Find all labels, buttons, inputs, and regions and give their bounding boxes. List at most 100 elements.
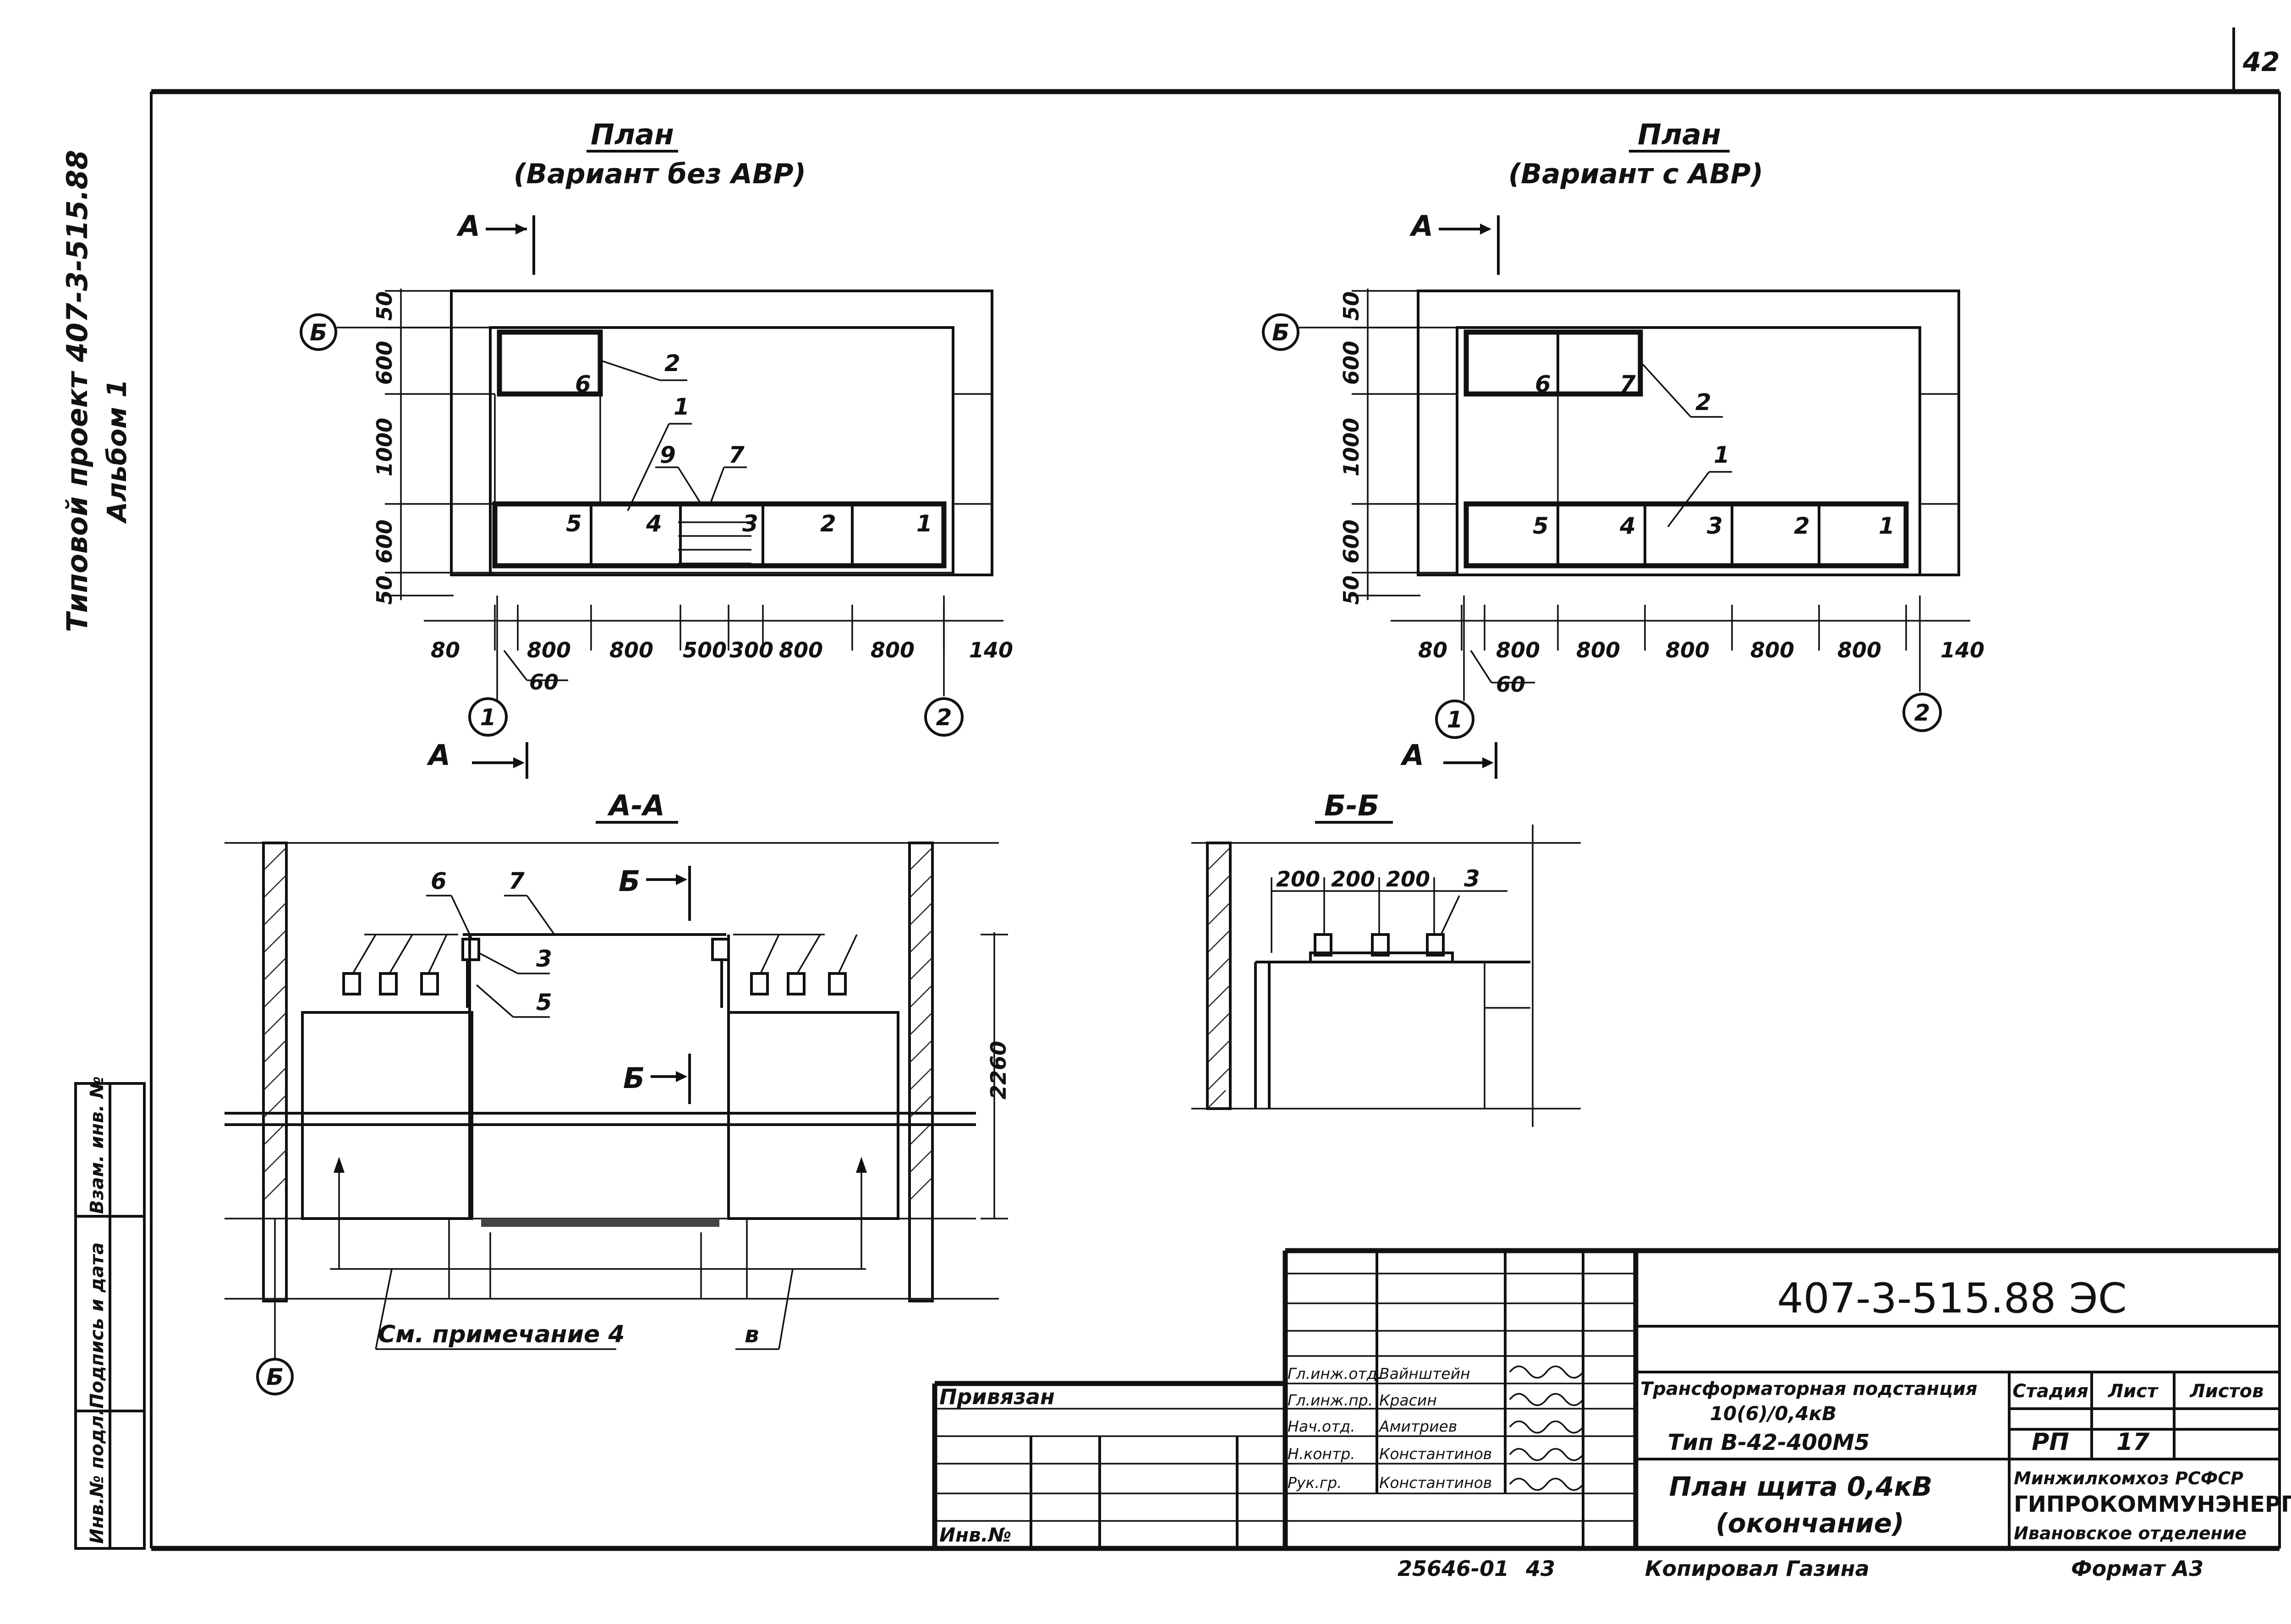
role-0: Гл.инж.отд.: [1288, 1365, 1382, 1383]
plan-left-title: План: [591, 118, 674, 151]
plan-right-vdim-3: 600: [1339, 519, 1364, 563]
plan-left-vdim-3: 600: [372, 519, 397, 563]
name-1: Красин: [1379, 1391, 1437, 1409]
plan-right-bdim-0: 80: [1418, 638, 1447, 662]
plan-right-cell-3: 3: [1707, 513, 1723, 539]
section-aa-height-dim: 2260: [986, 1041, 1011, 1099]
plan-left-axis-1: 1: [480, 704, 496, 731]
plan-left-bdim-6: 800: [871, 638, 915, 662]
footer-doc-no: 25646-01: [1398, 1556, 1509, 1581]
plan-left-bdim-1: 800: [527, 638, 571, 662]
sheets-header: Листов: [2190, 1381, 2264, 1402]
plan-right-subtitle: (Вариант с АВР): [1508, 158, 1763, 190]
plan-right-bdim-5: 800: [1837, 638, 1881, 662]
plan-right-callout-2: 2: [1695, 389, 1711, 416]
plan-left-offset-dim: 60: [529, 670, 559, 694]
plan-left-cell-2: 2: [820, 510, 836, 537]
plan-right-offset-dim: 60: [1496, 672, 1525, 697]
org-2: ГИПРОКОММУНЭНЕРГО: [2014, 1492, 2291, 1517]
plan-right-axis-2: 2: [1914, 700, 1930, 726]
section-aa-note: См. примечание 4: [378, 1321, 625, 1348]
insulators-left: [342, 934, 480, 1008]
role-1: Гл.инж.пр.: [1288, 1391, 1373, 1409]
section-bb-dim-2: 200: [1386, 867, 1430, 891]
section-aa-callout-v: в: [745, 1321, 759, 1348]
section-aa-mark-top: Б: [619, 864, 640, 898]
role-2: Нач.отд.: [1288, 1417, 1355, 1435]
section-aa: А-А: [225, 789, 1011, 1395]
plan-left-callout-1: 1: [674, 394, 690, 420]
plan-right-bdim-6: 140: [1940, 638, 1984, 662]
footer-format: Формат А3: [2071, 1556, 2203, 1581]
plan-left-bdim-4: 300: [729, 638, 773, 662]
plan-left-subtitle: (Вариант без АВР): [514, 158, 806, 190]
bound-label: Привязан: [939, 1384, 1055, 1409]
plan-left-vertical-dims: 50 600 1000 600 50: [372, 290, 495, 605]
plan-right-bdim-3: 800: [1666, 638, 1710, 662]
doc-code: 407-3-515.88 ЭС: [1777, 1274, 2127, 1323]
role-4: Рук.гр.: [1288, 1474, 1342, 1492]
plan-left-bdim-7: 140: [969, 638, 1013, 662]
plan-right-cell-5: 5: [1533, 513, 1549, 539]
org-3: Ивановское отделение: [2014, 1523, 2247, 1543]
section-bb-dim-1: 200: [1331, 867, 1375, 891]
stamp-column: Инв.№ подл. Подпись и дата Взам. инв. №: [74, 1076, 146, 1550]
plan-right-section-mark-bottom: А: [1400, 738, 1424, 772]
plan-right-vdim-2: 1000: [1339, 418, 1364, 476]
stage-value: РП: [2032, 1428, 2069, 1456]
plan-right-bdim-1: 800: [1496, 638, 1540, 662]
section-aa-callout-7: 7: [509, 868, 525, 894]
section-aa-callout-3: 3: [536, 946, 552, 972]
project-side-label: Типовой проект 407-3-515.88: [60, 150, 94, 632]
sheet-title-1: План щита 0,4кВ: [1669, 1471, 1932, 1502]
sheet-frame: [150, 27, 2281, 1551]
plan-left-vdim-0: 50: [372, 291, 397, 321]
plan-left-bottom-dims: 80 800 800 500 300 800 800 140 60: [431, 605, 1013, 694]
plan-left-vdim-4: 50: [372, 575, 397, 605]
plan-right-cell-6: 6: [1535, 371, 1551, 397]
stage-header: Стадия: [2012, 1381, 2088, 1402]
plan-left-bdim-0: 80: [431, 638, 460, 662]
section-aa-callout-5: 5: [536, 989, 552, 1016]
name-3: Константинов: [1379, 1445, 1492, 1463]
plan-right-vdim-4: 50: [1339, 575, 1364, 605]
plan-left-cell-4: 4: [646, 510, 662, 537]
plan-left-vdim-2: 1000: [372, 418, 397, 476]
plan-right: План (Вариант с АВР) А 6 7 5 4 3 2 1 2 1: [1262, 118, 1984, 779]
plan-left-axis-b: Б: [310, 319, 327, 346]
insulators-right: [711, 934, 858, 1008]
plan-right-cell-4: 4: [1619, 513, 1636, 539]
section-bb-dim-0: 200: [1276, 867, 1320, 891]
section-bb-callout-3: 3: [1464, 865, 1480, 892]
org-1: Минжилкомхоз РСФСР: [2014, 1468, 2243, 1488]
plan-left-bdim-3: 500: [683, 638, 727, 662]
plan-right-bdim-2: 800: [1576, 638, 1620, 662]
page-number: 42: [2242, 46, 2280, 77]
name-0: Вайнштейн: [1379, 1365, 1470, 1383]
footer-copied: Копировал Газина: [1645, 1556, 1869, 1581]
plan-left-bdim-2: 800: [609, 638, 653, 662]
plan-left-section-mark-bottom: А: [426, 738, 450, 772]
plan-left-callout-2: 2: [664, 350, 680, 377]
plan-left-cell-5: 5: [566, 510, 582, 537]
plan-right-vdim-1: 600: [1339, 341, 1364, 385]
plan-right-callout-1: 1: [1714, 442, 1730, 468]
plan-left-cell-6: 6: [575, 371, 591, 397]
title-block: 407-3-515.88 ЭС Привязан Инв.№ Гл.инж.от…: [932, 1248, 2291, 1548]
plan-left-bdim-5: 800: [779, 638, 823, 662]
stamp-replace-label: Взам. инв. №: [87, 1076, 108, 1214]
plan-left-section-mark-top: А: [456, 209, 480, 243]
plan-right-bottom-dims: 80 800 800 800 800 800 140 60: [1418, 605, 1984, 697]
section-aa-callout-6: 6: [431, 868, 447, 894]
project-name-1: Трансформаторная подстанция: [1640, 1378, 1978, 1400]
plan-left-cell-1: 1: [916, 510, 932, 537]
section-aa-axis-b: Б: [266, 1364, 284, 1390]
plan-left-axis-2: 2: [936, 704, 952, 731]
section-bb: Б-Б 200 200 200 3: [1191, 789, 1581, 1127]
role-3: Н.контр.: [1288, 1445, 1355, 1463]
plan-right-bdim-4: 800: [1750, 638, 1794, 662]
plan-right-cell-2: 2: [1794, 513, 1810, 539]
plan-left-callout-7: 7: [729, 442, 745, 468]
section-bb-title: Б-Б: [1324, 789, 1379, 822]
